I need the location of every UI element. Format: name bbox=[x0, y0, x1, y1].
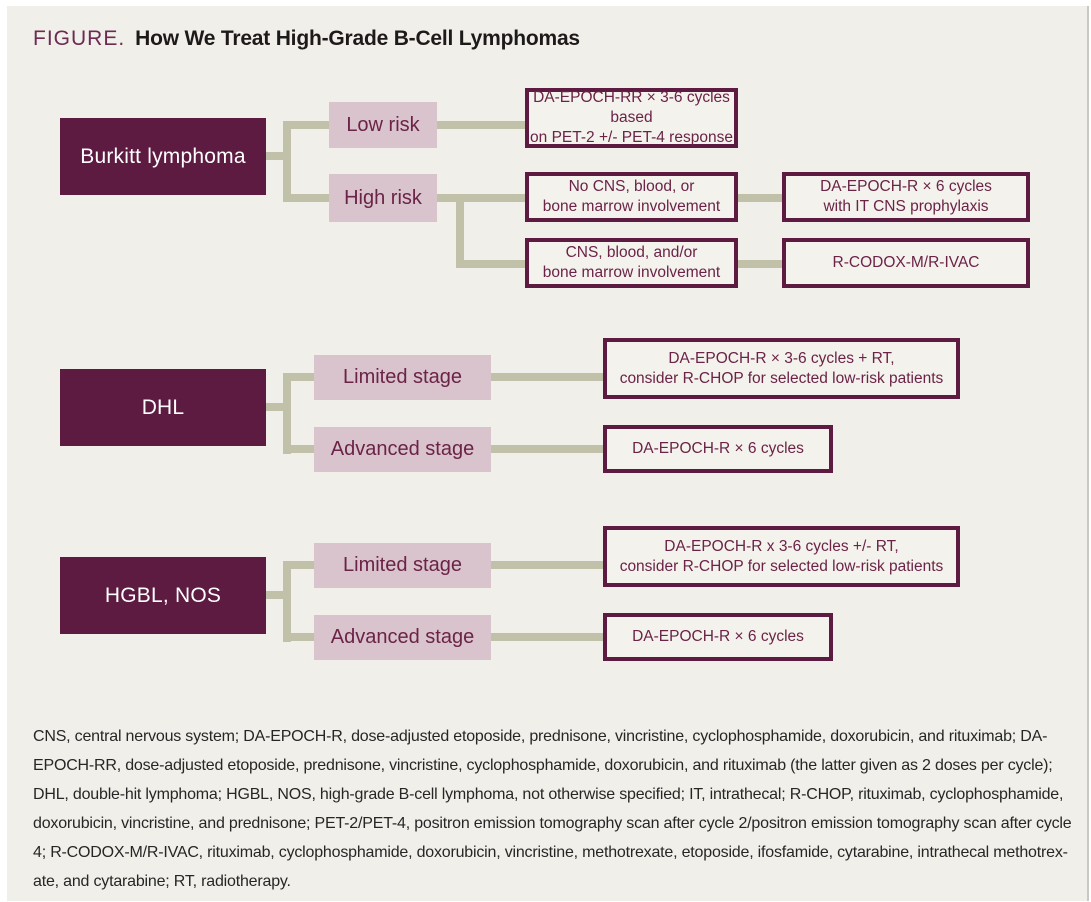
connector-hgbl-limited-to-tx bbox=[491, 561, 603, 569]
node-dhl-limited-label: Limited stage bbox=[343, 366, 462, 388]
node-da-epoch-rr-treatment: DA-EPOCH-RR × 3-6 cycles based on PET-2 … bbox=[525, 88, 738, 148]
node-burkitt-label: Burkitt lymphoma bbox=[80, 144, 246, 168]
node-dhl-label: DHL bbox=[141, 395, 185, 419]
connector-hgbl-stub bbox=[265, 591, 291, 599]
connector-dhl-limited-to-tx bbox=[491, 373, 603, 381]
node-hgbl-advanced-label: Advanced stage bbox=[330, 626, 475, 648]
node-no-cns-involvement: No CNS, blood, or bone marrow involvemen… bbox=[525, 172, 738, 222]
figure-label: FIGURE. bbox=[33, 27, 126, 50]
node-cns-involvement: CNS, blood, and/or bone marrow involveme… bbox=[525, 238, 738, 288]
connector-dhl-vertical bbox=[283, 373, 291, 454]
node-dhl-advanced-label: Advanced stage bbox=[330, 438, 475, 460]
connector-nocns-to-tx bbox=[738, 194, 782, 202]
connector-high-drop-horizontal bbox=[456, 260, 525, 268]
footnote-line: ate, and cytarabine; RT, radiotherapy. bbox=[33, 873, 291, 890]
node-hgbl-label: HGBL, NOS bbox=[104, 583, 222, 607]
connector-dhl-limited bbox=[283, 373, 314, 381]
footnote-line: doxorubicin, vincristine, and prednisone… bbox=[33, 815, 1072, 832]
footnote-line: 4; R-CODOX-M/R-IVAC, rituximab, cyclopho… bbox=[33, 844, 1068, 861]
node-low-risk-label: Low risk bbox=[346, 113, 420, 136]
node-dhl-advanced-stage: Advanced stage bbox=[314, 427, 491, 472]
node-dhl: DHL bbox=[60, 369, 266, 446]
node-low-risk: Low risk bbox=[329, 102, 437, 148]
figure-title: FIGURE. How We Treat High-Grade B-Cell L… bbox=[33, 27, 580, 51]
connector-dhl-advanced-to-tx bbox=[491, 445, 603, 453]
node-hgbl-limited-label: Limited stage bbox=[343, 554, 462, 576]
node-hgbl-limited-stage: Limited stage bbox=[314, 543, 491, 588]
connector-low-to-tx bbox=[437, 121, 525, 129]
node-burkitt-lymphoma: Burkitt lymphoma bbox=[60, 118, 266, 195]
footnote-line: EPOCH-RR, dose-adjusted etoposide, predn… bbox=[33, 757, 1053, 774]
node-high-risk-label: High risk bbox=[344, 186, 422, 209]
connector-hgbl-limited bbox=[283, 561, 314, 569]
node-da-epoch-r-it-cns-treatment: DA-EPOCH-R × 6 cycles with IT CNS prophy… bbox=[782, 172, 1030, 222]
node-hgbl-advanced-treatment: DA-EPOCH-R × 6 cycles bbox=[603, 613, 833, 661]
figure-title-text: How We Treat High-Grade B-Cell Lymphomas bbox=[135, 27, 580, 50]
node-high-risk: High risk bbox=[329, 174, 437, 222]
connector-burkitt-low bbox=[283, 121, 329, 129]
node-hgbl-nos: HGBL, NOS bbox=[60, 557, 266, 634]
connector-cns-to-tx bbox=[738, 260, 782, 268]
node-r-codox-treatment: R-CODOX-M/R-IVAC bbox=[782, 238, 1030, 288]
connector-dhl-advanced bbox=[283, 445, 314, 453]
node-hgbl-advanced-stage: Advanced stage bbox=[314, 615, 491, 660]
connector-high-to-nocns bbox=[437, 194, 525, 202]
node-hgbl-limited-treatment: DA-EPOCH-R x 3-6 cycles +/- RT, consider… bbox=[603, 526, 960, 587]
connector-hgbl-advanced bbox=[283, 633, 314, 641]
node-dhl-limited-treatment: DA-EPOCH-R × 3-6 cycles + RT, consider R… bbox=[603, 338, 960, 399]
connector-burkitt-high bbox=[283, 194, 329, 202]
connector-hgbl-advanced-to-tx bbox=[491, 633, 603, 641]
connector-dhl-stub bbox=[265, 403, 291, 411]
footnote-abbreviations: CNS, central nervous system; DA-EPOCH-R,… bbox=[33, 722, 1072, 896]
connector-burkitt-stub bbox=[266, 152, 291, 160]
connector-burkitt-vertical bbox=[283, 121, 291, 202]
connector-hgbl-vertical bbox=[283, 561, 291, 642]
node-dhl-limited-stage: Limited stage bbox=[314, 355, 491, 400]
footnote-line: DHL, double-hit lymphoma; HGBL, NOS, hig… bbox=[33, 786, 1064, 803]
connector-high-drop-vertical bbox=[456, 194, 464, 268]
footnote-line: CNS, central nervous system; DA-EPOCH-R,… bbox=[33, 728, 1048, 745]
node-dhl-advanced-treatment: DA-EPOCH-R × 6 cycles bbox=[603, 425, 833, 473]
